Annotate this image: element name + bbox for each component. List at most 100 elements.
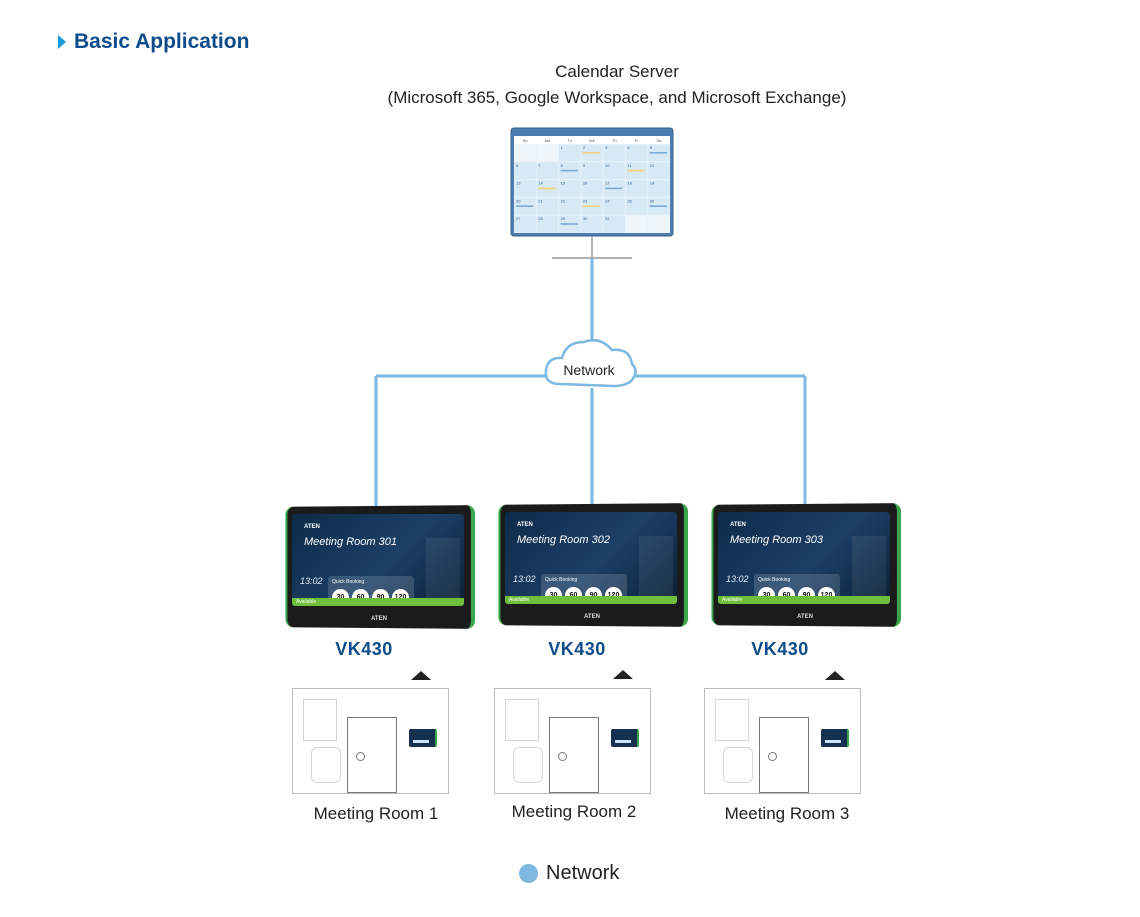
calendar-date: 5 (650, 145, 653, 150)
calendar-date: 20 (516, 198, 521, 203)
calendar-date: 25 (627, 198, 632, 203)
brand-logo: ATEN (797, 614, 813, 620)
calendar-date: 8 (561, 163, 564, 168)
calendar-date: 26 (650, 198, 655, 203)
mini-panel-icon (409, 729, 437, 747)
calendar-cell (603, 197, 625, 215)
calendar-event (649, 205, 667, 207)
legend: Network (519, 862, 619, 885)
calendar-event (538, 187, 556, 190)
brand-logo: ATEN (517, 522, 533, 528)
calendar-cell (536, 197, 559, 215)
mini-panel-icon (821, 729, 849, 747)
room-label-1: Meeting Room 1 (313, 804, 439, 823)
calendar-event (605, 187, 623, 190)
calendar-cell (625, 197, 648, 215)
calendar-cell (514, 180, 536, 197)
calendar-cell (648, 215, 670, 233)
model-label-3: VK430 (751, 639, 809, 659)
calendar-date: 24 (605, 198, 610, 203)
legend-label: Network (546, 862, 620, 884)
calendar-date: 2 (583, 145, 586, 150)
calendar-cell (581, 162, 603, 180)
calendar-date: 14 (538, 181, 543, 186)
screen-room-name: Meeting Room 302 (517, 534, 610, 546)
calendar-date: 11 (627, 163, 632, 168)
schedule-list (426, 538, 460, 600)
calendar-day-label: Tu (567, 138, 572, 143)
server-title: Calendar Server (555, 62, 679, 81)
calendar-date: 9 (583, 163, 586, 168)
calendar-day-label: Mo (545, 138, 551, 143)
calendar-cell (536, 215, 559, 233)
calendar-cell (603, 162, 625, 180)
section-title: Basic Application (74, 30, 250, 53)
calendar-cell (536, 144, 559, 162)
calendar-cell (625, 180, 648, 197)
calendar-event (516, 205, 534, 207)
calendar-date: 27 (516, 216, 521, 221)
calendar-date: 28 (538, 216, 543, 221)
brand-logo: ATEN (304, 524, 320, 530)
network-dot-icon (519, 864, 538, 883)
arrow-up-icon (825, 671, 845, 680)
calendar-date: 22 (561, 198, 566, 203)
calendar-date: 19 (650, 181, 655, 186)
calendar-day-label: Sa (656, 138, 662, 143)
calendar-header (514, 136, 670, 144)
network-cloud-label: Network (563, 362, 615, 378)
calendar-date: 31 (605, 216, 610, 221)
calendar-cell (603, 215, 625, 233)
status-bar: Available (292, 598, 464, 606)
calendar-cell (581, 215, 603, 233)
calendar-cell (625, 144, 648, 162)
screen-room-name: Meeting Room 303 (730, 534, 823, 546)
calendar-cell (648, 162, 670, 180)
calendar-date: 3 (605, 145, 608, 150)
door (549, 717, 599, 793)
brand-logo: ATEN (730, 522, 746, 528)
calendar-event (560, 223, 578, 225)
arrow-up-icon (411, 671, 431, 680)
room-illustration-1 (292, 688, 449, 794)
schedule-list (639, 536, 673, 598)
calendar-event (560, 169, 578, 172)
calendar-event (649, 152, 667, 154)
calendar-cell (514, 144, 536, 162)
calendar-date: 18 (627, 181, 632, 186)
calendar-cell (559, 144, 581, 162)
room-illustration-2 (494, 688, 651, 794)
calendar-event (627, 169, 645, 172)
calendar-cell (536, 162, 559, 180)
status-bar: Available (718, 596, 890, 604)
vk430-panel-3: ATEN Meeting Room 303 Quick Booking 30 6… (710, 503, 902, 627)
calendar-date: 13 (516, 181, 521, 186)
calendar-cell (581, 180, 603, 197)
vk430-panel-1: ATEN Meeting Room 301 Quick Booking 30 6… (284, 505, 476, 629)
calendar-cell (514, 162, 536, 180)
screen-room-name: Meeting Room 301 (304, 536, 397, 548)
triangle-bullet-icon (58, 35, 66, 49)
brand-logo: ATEN (371, 616, 387, 622)
calendar-date: 12 (650, 163, 655, 168)
calendar-date: 30 (583, 216, 588, 221)
calendar-cell (559, 197, 581, 215)
calendar-day-label: Fr (635, 138, 639, 143)
clock: 13:02 (513, 574, 536, 584)
calendar-date: 16 (583, 181, 588, 186)
model-label-1: VK430 (335, 639, 393, 659)
calendar-cell (559, 180, 581, 197)
server-subtitle: (Microsoft 365, Google Workspace, and Mi… (387, 88, 847, 107)
room-label-2: Meeting Room 2 (511, 802, 637, 821)
calendar-date: 10 (605, 163, 610, 168)
calendar-date: 23 (583, 198, 588, 203)
status-bar: Available (505, 596, 677, 604)
calendar-date: 21 (538, 198, 543, 203)
clock: 13:02 (300, 576, 323, 586)
calendar-cell (625, 215, 648, 233)
door (759, 717, 809, 793)
calendar-date: 4 (627, 145, 630, 150)
network-lines (374, 258, 807, 508)
